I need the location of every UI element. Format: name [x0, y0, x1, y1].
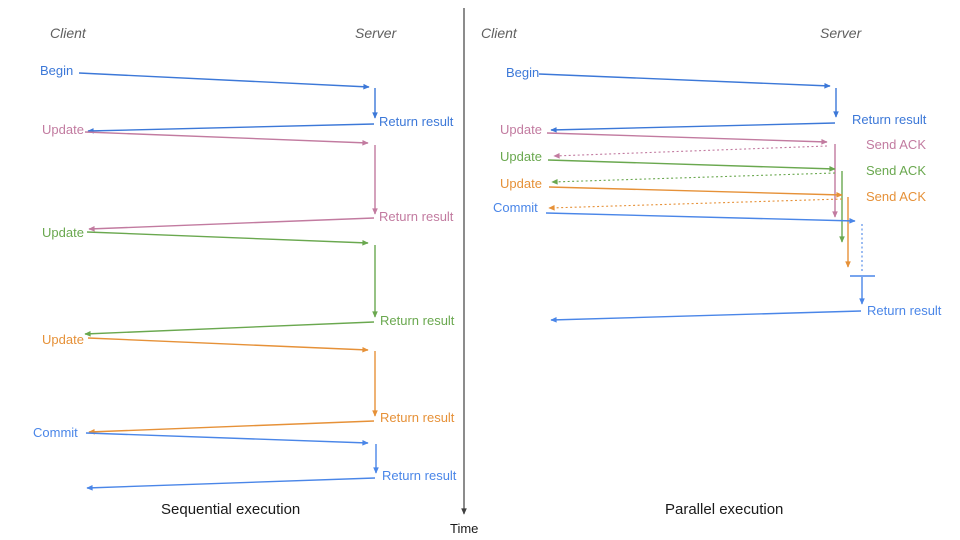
seq-begin-return-line: [87, 123, 375, 134]
seq-update2-arrows: [84, 231, 378, 337]
seq-commit-return-label: Return result: [382, 468, 457, 483]
seq-update2-return-line: [84, 321, 375, 337]
par-update1-label: Update: [500, 122, 542, 137]
seq-title: Sequential execution: [161, 501, 301, 518]
seq-server-header: Server: [355, 25, 397, 41]
par-update3-arrows: [548, 186, 851, 268]
par-update3-ack-line: [548, 198, 843, 211]
seq-update1-request-line: [84, 131, 369, 146]
par-update1-ack-line: [553, 145, 828, 159]
par-update2-ack-label: Send ACK: [866, 163, 926, 178]
seq-update3-return-line: [88, 420, 375, 435]
par-update1-ack-label: Send ACK: [866, 137, 926, 152]
seq-update2-request-line: [86, 231, 369, 246]
seq-update1-arrows: [84, 131, 378, 232]
par-update1-arrows: [546, 132, 838, 218]
par-update1-request-line: [546, 132, 828, 145]
par-title: Parallel execution: [665, 501, 784, 518]
seq-update1-label: Update: [42, 122, 84, 137]
par-update3-request-line: [548, 186, 843, 198]
par-server-header: Server: [820, 25, 862, 41]
par-update3-ack-label: Send ACK: [866, 189, 926, 204]
par-commit-request-line: [545, 212, 856, 224]
seq-begin-request-line: [78, 72, 370, 90]
par-update3-label: Update: [500, 176, 542, 191]
seq-update1-return-label: Return result: [379, 209, 454, 224]
seq-begin-return-label: Return result: [379, 114, 454, 129]
par-commit-label: Commit: [493, 200, 538, 215]
par-update2-label: Update: [500, 149, 542, 164]
seq-update3-label: Update: [42, 332, 84, 347]
time-axis-label: Time: [450, 521, 479, 536]
par-begin-arrows: [538, 73, 839, 133]
seq-update1-return-line: [88, 217, 375, 232]
seq-client-header: Client: [50, 25, 86, 41]
seq-update2-label: Update: [42, 225, 84, 240]
seq-begin-label: Begin: [40, 63, 74, 78]
seq-commit-arrows: [85, 432, 379, 491]
seq-commit-return-line: [86, 477, 376, 491]
par-update2-request-line: [547, 159, 836, 172]
seq-update3-arrows: [87, 337, 378, 435]
seq-commit-label: Commit: [33, 425, 78, 440]
par-client-header: Client: [481, 25, 517, 41]
par-begin-label: Begin: [506, 65, 540, 80]
par-begin-return-label: Return result: [852, 112, 927, 127]
seq-begin-arrows: [78, 72, 378, 134]
seq-commit-request-line: [85, 432, 369, 446]
par-update2-arrows: [547, 159, 845, 243]
par-begin-return-line: [550, 122, 836, 133]
seq-update2-return-label: Return result: [380, 313, 455, 328]
par-commit-return-line: [550, 310, 862, 323]
seq-update3-request-line: [87, 337, 369, 353]
par-commit-arrows: [545, 212, 875, 323]
par-update2-ack-line: [551, 172, 836, 185]
par-commit-return-label: Return result: [867, 303, 942, 318]
par-begin-request-line: [538, 73, 831, 89]
seq-update3-return-label: Return result: [380, 410, 455, 425]
